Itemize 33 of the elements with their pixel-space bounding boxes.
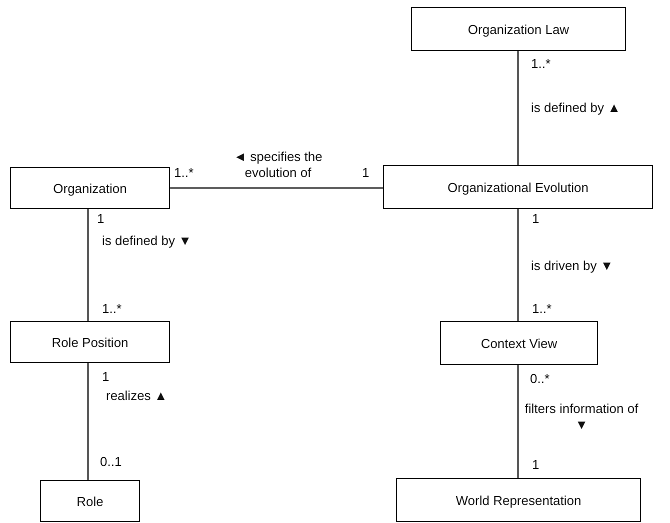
- class-box: [411, 7, 626, 51]
- multiplicity-label: 1: [532, 212, 540, 226]
- multiplicity-label: 1..*: [102, 302, 122, 316]
- multiplicity-label: 0..*: [530, 372, 550, 386]
- class-name: Context View: [480, 336, 558, 350]
- multiplicity-label: 1: [362, 166, 370, 180]
- multiplicity-label: 1: [532, 458, 540, 472]
- class-name: Organization: [53, 180, 127, 196]
- edge-label: is driven by ▼: [531, 258, 614, 274]
- class-box: [440, 321, 598, 365]
- class-name: Role Position: [52, 334, 128, 350]
- association-line: [517, 365, 519, 478]
- class-box: [40, 480, 140, 522]
- class-name: Role: [76, 494, 104, 508]
- edge-label: is defined by ▼: [102, 233, 192, 249]
- class-name: World Representation: [456, 492, 582, 508]
- class-name: Organizational Evolution: [448, 180, 588, 194]
- association-line: [170, 187, 383, 189]
- association-line: [517, 209, 519, 321]
- multiplicity-label: 1: [97, 212, 104, 226]
- multiplicity-label: 1: [102, 370, 110, 384]
- class-box: [396, 478, 641, 522]
- multiplicity-label: 1..*: [531, 57, 551, 71]
- edge-label: is defined by ▲: [531, 100, 620, 116]
- class-name: Organization Law: [468, 22, 570, 36]
- association-line: [87, 363, 89, 480]
- multiplicity-label: 1..*: [174, 166, 194, 180]
- association-line: [517, 51, 519, 165]
- multiplicity-label: 0..1: [100, 455, 122, 469]
- class-box: [10, 167, 170, 209]
- class-box: [383, 165, 653, 209]
- multiplicity-label: 1..*: [532, 302, 552, 316]
- class-box: [10, 321, 170, 363]
